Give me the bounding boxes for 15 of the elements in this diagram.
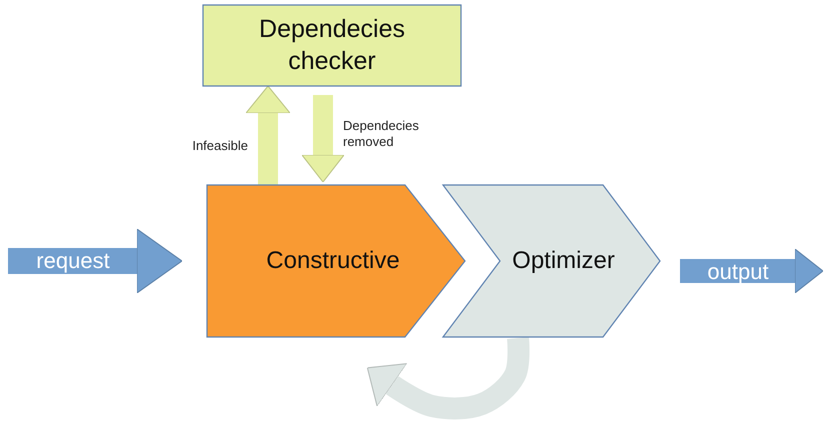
node-label: Dependecies checker bbox=[258, 14, 406, 76]
node-label: Optimizer bbox=[512, 246, 615, 276]
edge-label: Infeasible bbox=[191, 138, 248, 154]
process-box bbox=[203, 5, 461, 86]
block-arrow bbox=[246, 86, 290, 185]
block-arrow bbox=[680, 248, 824, 294]
block-arrow bbox=[8, 228, 182, 294]
chevron-shape bbox=[443, 185, 660, 337]
node-label: Constructive bbox=[266, 246, 400, 276]
curved-arrow bbox=[366, 337, 530, 420]
pentagon-shape bbox=[207, 185, 465, 337]
edge-label: output bbox=[706, 259, 770, 286]
block-arrow bbox=[302, 95, 344, 182]
edge-label: request bbox=[35, 248, 111, 274]
edge-label: Dependecies removed bbox=[343, 118, 420, 150]
